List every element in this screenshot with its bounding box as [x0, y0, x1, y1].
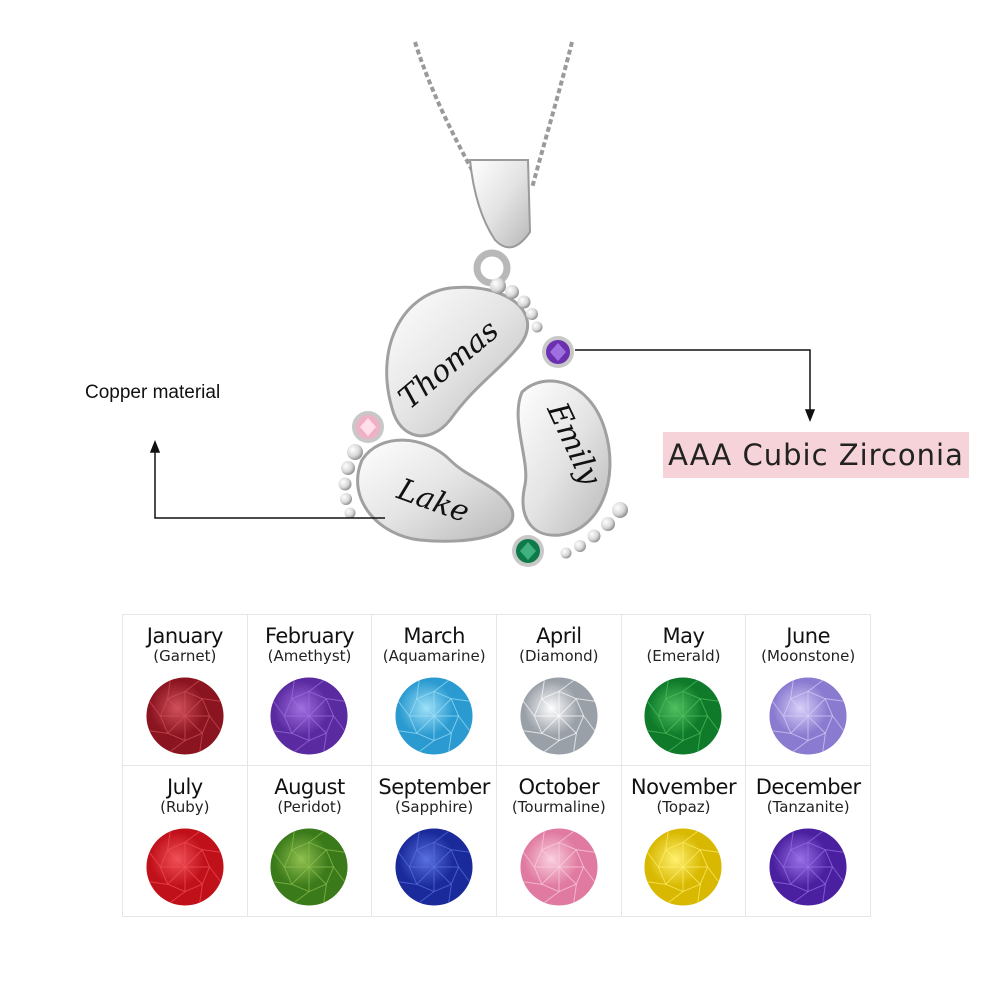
- birthstone-march: March(Aquamarine): [372, 615, 497, 766]
- necklace-product-image: Thomas Emily Lake: [149, 41, 816, 567]
- month-label: October: [518, 775, 600, 799]
- gem-august-icon: [270, 828, 349, 906]
- pendant-body: [338, 278, 628, 559]
- month-label: January: [146, 624, 224, 648]
- stone-label: (Amethyst): [267, 647, 352, 665]
- gem-june-icon: [769, 677, 847, 755]
- month-label: November: [630, 775, 737, 799]
- month-label: July: [166, 775, 203, 799]
- pendant-stone-emerald-icon: [512, 535, 544, 567]
- month-label: June: [786, 624, 831, 648]
- month-label: February: [264, 624, 355, 648]
- gem-april-icon: [520, 677, 598, 755]
- month-label: May: [662, 624, 705, 648]
- birthstone-january: January(Garnet): [123, 615, 248, 766]
- stone-label: (Garnet): [153, 647, 217, 665]
- gem-july-icon: [146, 828, 224, 906]
- month-label: April: [536, 624, 582, 648]
- birthstone-chart: January(Garnet)February(Amethyst)March(A…: [122, 614, 871, 917]
- cubic-zirconia-label: AAA Cubic Zirconia: [663, 432, 969, 478]
- stone-label: (Moonstone): [761, 647, 856, 665]
- chain: [413, 41, 574, 189]
- stone-label: (Diamond): [519, 647, 599, 665]
- gem-november-icon: [644, 828, 723, 906]
- gem-may-icon: [644, 677, 723, 755]
- stone-label: (Emerald): [646, 647, 721, 665]
- gem-december-icon: [769, 828, 847, 906]
- stone-label: (Tanzanite): [766, 798, 850, 816]
- stone-label: (Aquamarine): [382, 647, 486, 665]
- birthstone-june: June(Moonstone): [746, 615, 871, 766]
- birthstone-december: December(Tanzanite): [746, 766, 871, 917]
- birthstone-november: November(Topaz): [621, 766, 747, 917]
- birthstone-february: February(Amethyst): [247, 615, 373, 766]
- callout-line-left: [149, 439, 385, 519]
- birthstone-september: September(Sapphire): [372, 766, 497, 917]
- bail: [468, 159, 532, 287]
- birthstone-april: April(Diamond): [496, 615, 622, 766]
- pendant-stone-pink-icon: [352, 411, 384, 443]
- birthstone-may: May(Emerald): [621, 615, 747, 766]
- stone-label: (Tourmaline): [511, 798, 606, 816]
- pendant-stone-amethyst-icon: [542, 336, 574, 368]
- month-label: August: [274, 775, 345, 799]
- callout-line-right: [575, 349, 816, 423]
- month-label: September: [378, 775, 490, 799]
- month-label: March: [403, 624, 465, 648]
- stone-label: (Sapphire): [395, 798, 474, 816]
- gem-february-icon: [270, 677, 349, 755]
- stone-label: (Peridot): [277, 798, 342, 816]
- month-label: December: [755, 775, 861, 799]
- stone-label: (Ruby): [160, 798, 210, 816]
- copper-material-label: Copper material: [85, 382, 221, 403]
- birthstone-july: July(Ruby): [123, 766, 248, 917]
- birthstone-october: October(Tourmaline): [496, 766, 622, 917]
- gem-march-icon: [395, 677, 473, 755]
- birthstone-august: August(Peridot): [247, 766, 373, 917]
- gem-september-icon: [395, 828, 473, 906]
- stone-label: (Topaz): [656, 798, 711, 816]
- gem-october-icon: [520, 828, 598, 906]
- gem-january-icon: [146, 677, 224, 755]
